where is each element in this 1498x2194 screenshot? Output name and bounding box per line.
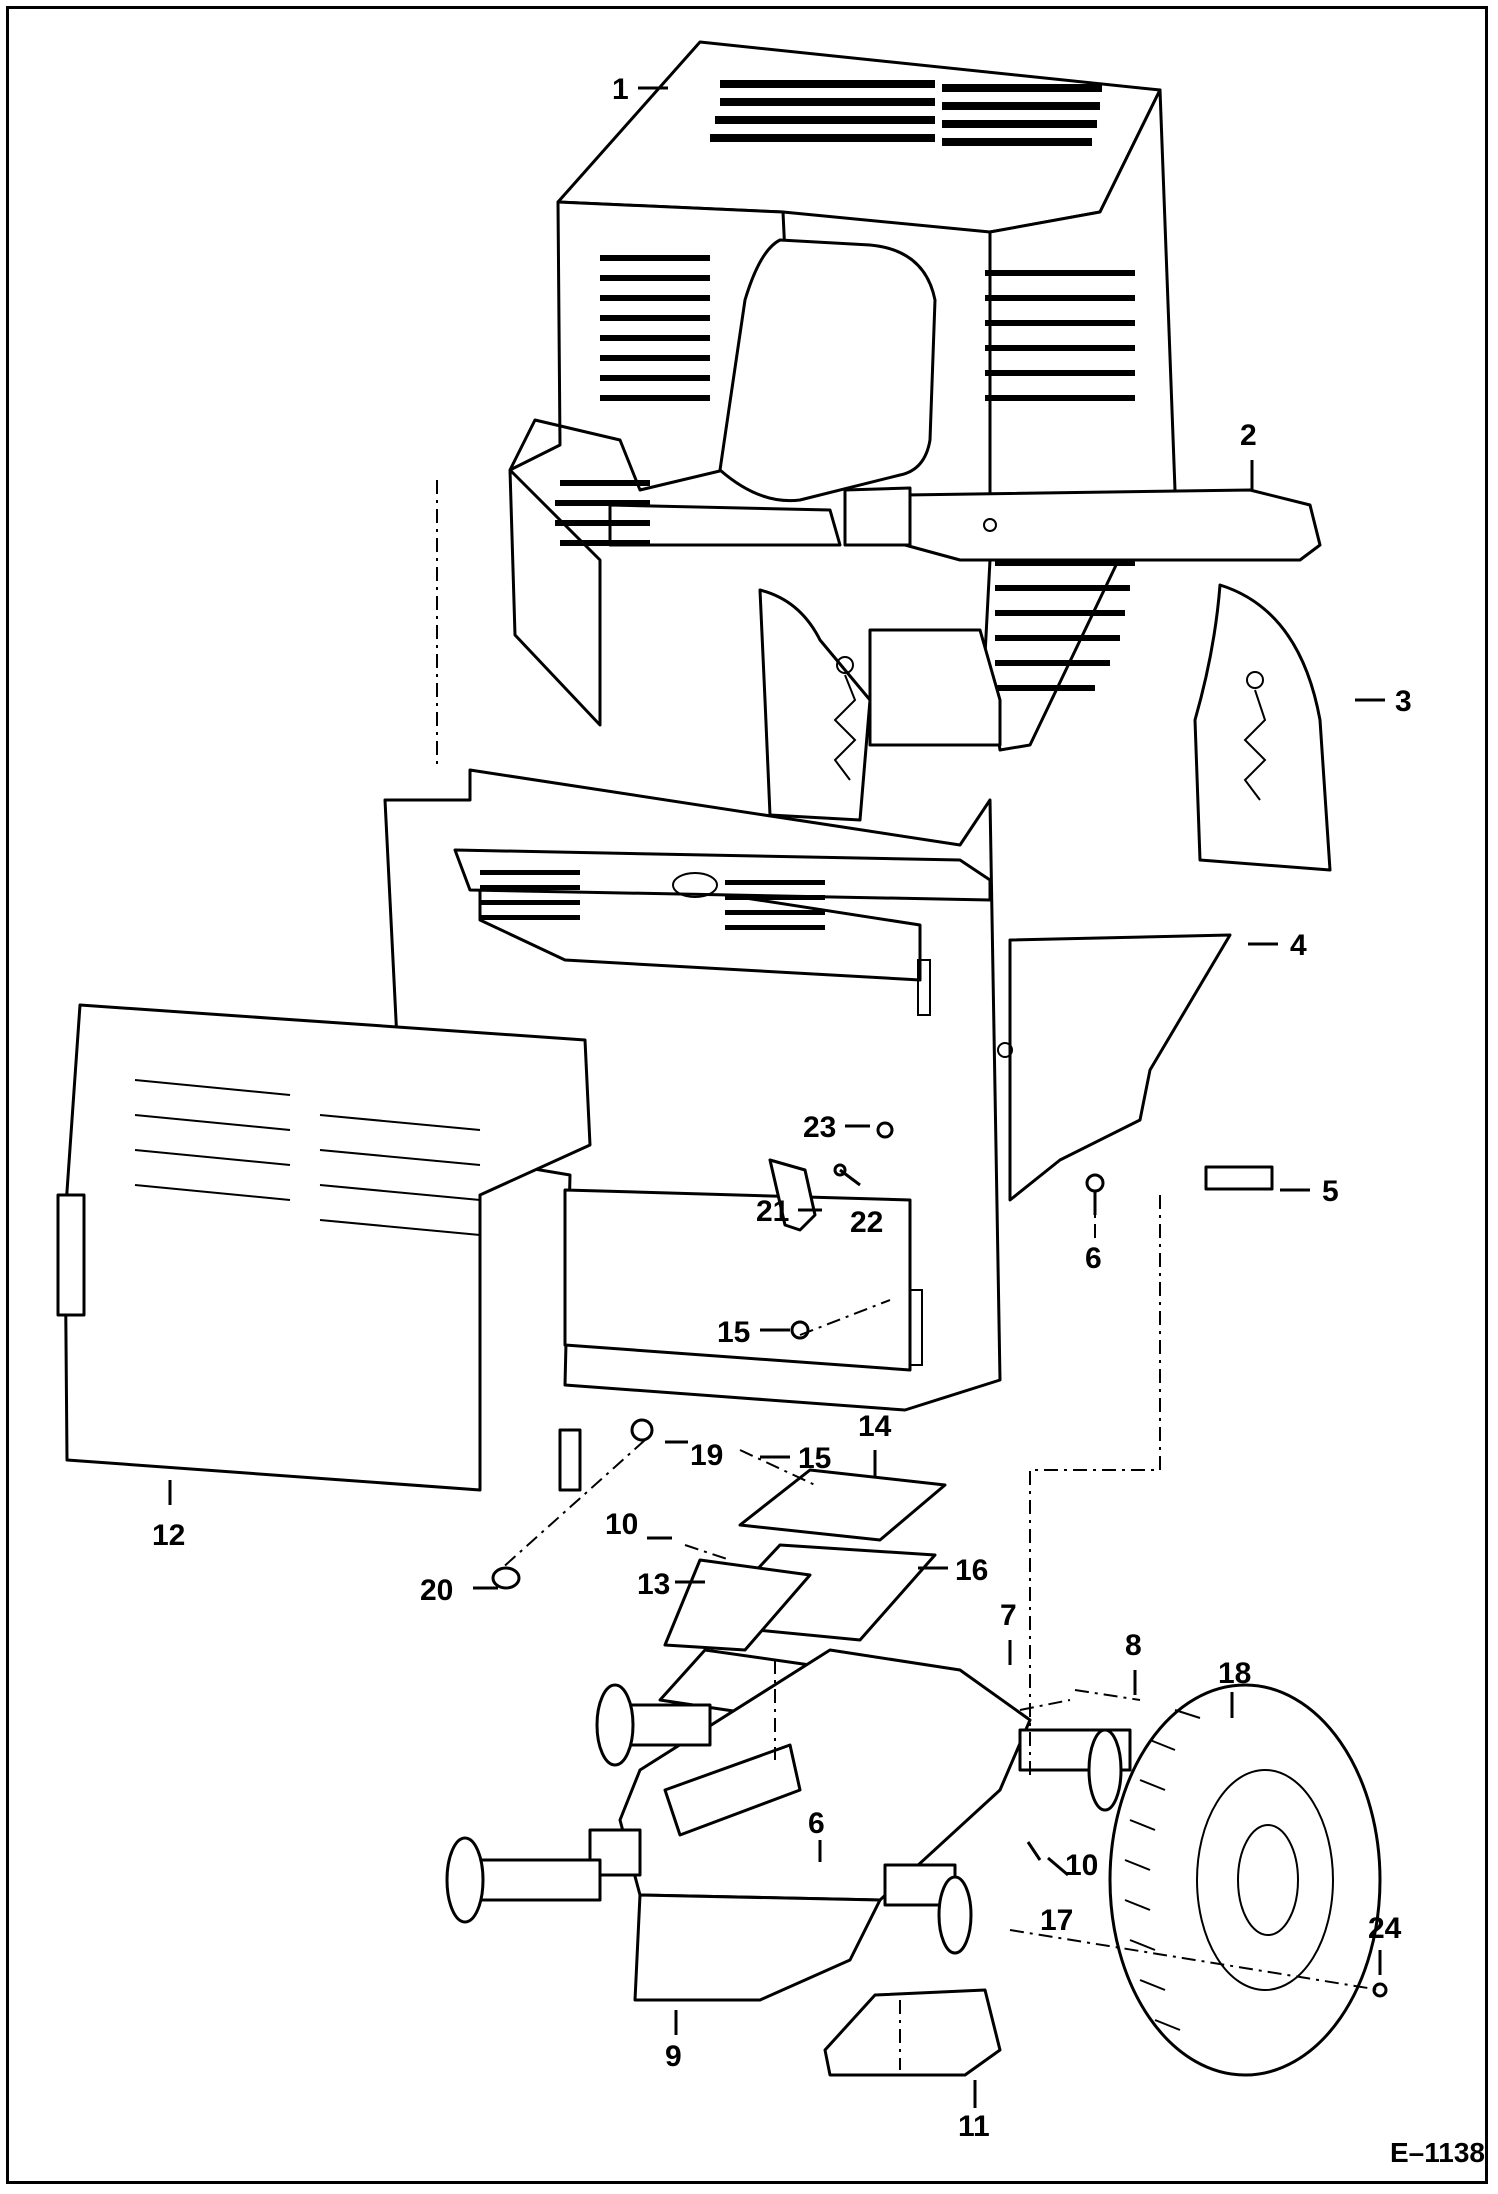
callout-5: 5 — [1322, 1175, 1339, 1208]
tire-assembly — [1108, 1683, 1388, 2077]
callout-15-upper: 15 — [717, 1316, 750, 1349]
callout-22: 22 — [850, 1206, 883, 1239]
callout-12: 12 — [152, 1519, 185, 1552]
callout-14: 14 — [858, 1410, 892, 1443]
callout-17: 17 — [1040, 1904, 1073, 1937]
callout-18: 18 — [1218, 1657, 1251, 1690]
rear-cross-member — [843, 486, 1322, 562]
callout-10-upper: 10 — [605, 1508, 638, 1541]
callout-4: 4 — [1290, 929, 1307, 962]
bracket-and-hardware — [491, 1121, 1274, 1590]
assembly-guide-lines — [436, 480, 1381, 2070]
chassis-frame — [445, 1648, 1132, 2002]
main-frame — [383, 768, 1232, 1412]
callout-6-lower: 6 — [808, 1807, 825, 1840]
callout-23: 23 — [803, 1111, 836, 1144]
callout-16: 16 — [955, 1554, 988, 1587]
callout-10-lower: 10 — [1065, 1849, 1098, 1882]
rear-door — [56, 1003, 592, 1492]
callout-24: 24 — [1368, 1912, 1402, 1945]
callout-3: 3 — [1395, 685, 1412, 718]
callout-11: 11 — [958, 2110, 990, 2143]
callout-labels: 1 2 3 4 5 6 6 7 8 9 10 10 11 12 13 14 15… — [152, 73, 1412, 2143]
callout-2: 2 — [1240, 419, 1257, 452]
callout-leader-lines — [168, 86, 1385, 2108]
callout-20: 20 — [420, 1574, 453, 1607]
callout-6-upper: 6 — [1085, 1242, 1102, 1275]
callout-13: 13 — [637, 1568, 670, 1601]
callout-1: 1 — [612, 73, 629, 106]
diagram-frame — [6, 6, 1488, 2184]
skid-plate — [823, 1988, 1002, 2077]
callout-19: 19 — [690, 1439, 723, 1472]
callout-15-lower: 15 — [798, 1442, 831, 1475]
lift-arm-tower — [758, 583, 1332, 872]
callout-21: 21 — [756, 1195, 789, 1228]
operator-cab — [508, 40, 1177, 752]
figure-id: E–1138 — [1390, 2137, 1485, 2168]
callout-8: 8 — [1125, 1629, 1142, 1662]
callout-7: 7 — [1000, 1599, 1017, 1632]
callout-9: 9 — [665, 2040, 682, 2073]
